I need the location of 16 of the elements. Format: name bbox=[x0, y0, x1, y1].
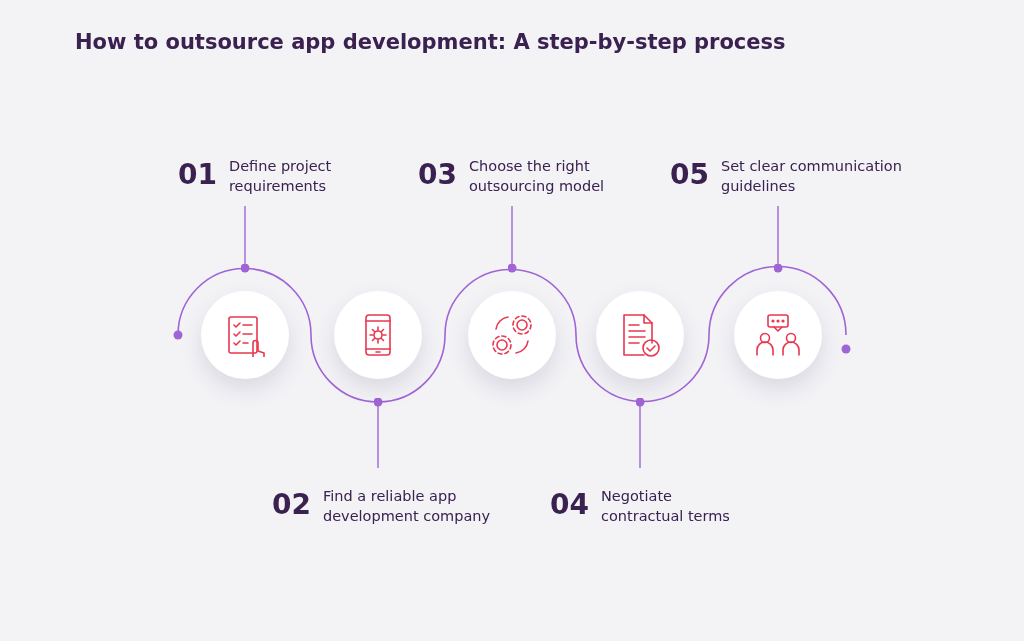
leader-line bbox=[240, 205, 250, 273]
step-number: 01 bbox=[178, 158, 217, 192]
step-number: 02 bbox=[272, 488, 311, 522]
step-description: Choose the right outsourcing model bbox=[468, 157, 606, 196]
step-number: 05 bbox=[670, 158, 709, 192]
step-description: Define project requirements bbox=[228, 157, 333, 196]
leader-line bbox=[373, 397, 383, 469]
leader-line bbox=[635, 397, 645, 469]
step-number: 03 bbox=[418, 158, 457, 192]
title: How to outsource app development: A step-by-step process bbox=[75, 30, 786, 54]
leader-line bbox=[773, 205, 783, 273]
step-description: Set clear communication guidelines bbox=[720, 157, 903, 196]
step-description: Find a reliable app development company bbox=[322, 487, 492, 526]
step-description: Negotiate contractual terms bbox=[600, 487, 731, 526]
step-number: 04 bbox=[550, 488, 589, 522]
leader-line bbox=[507, 205, 517, 273]
